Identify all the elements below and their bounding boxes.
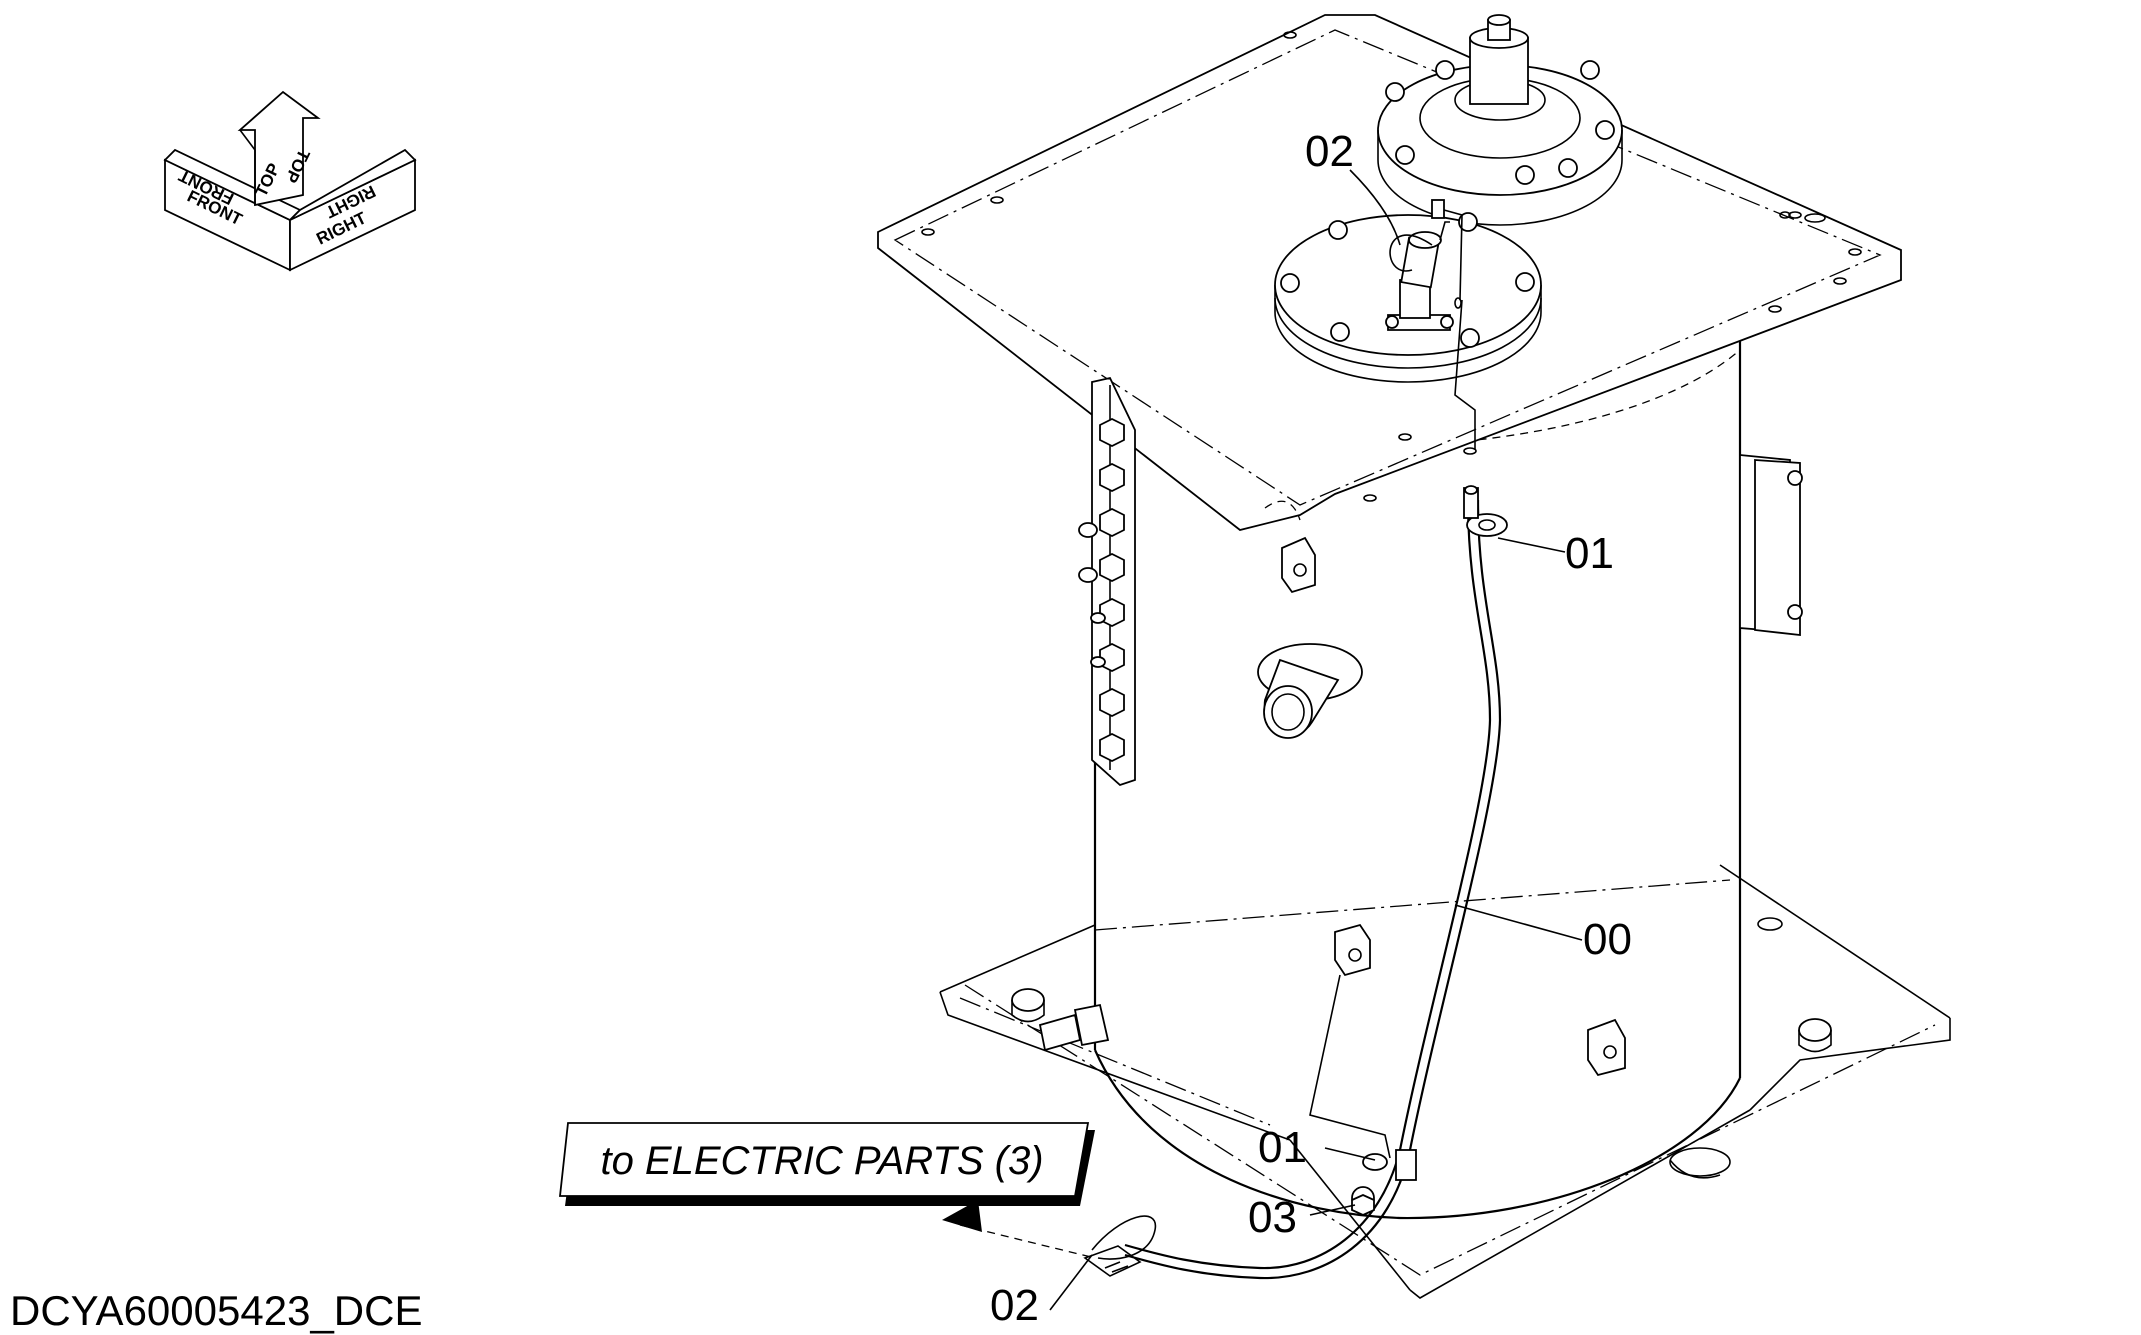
callout-00: 00 [1583,915,1632,964]
flange-large [1377,14,1623,226]
base-post-left [1011,988,1045,1023]
reference-box-label: to ELECTRIC PARTS (3) [600,1139,1043,1183]
nozzle [1257,643,1363,739]
cable-clip-upper [1264,500,1316,594]
drain-connector [1038,1003,1110,1052]
document-id: DCYA60005423_DCE [10,1287,422,1334]
callout-01-top: 01 [1565,529,1614,578]
callout-03: 03 [1248,1193,1297,1242]
reference-arrow [942,1200,1096,1259]
callout-02-top: 02 [1305,127,1354,176]
callout-01-bottom: 01 [1258,1123,1307,1172]
orientation-indicator: FRONT FRONT TOP TOP RIGHT RIGHT [163,90,417,272]
leader-lines [1049,169,1583,1311]
flange-sensor [1274,199,1542,383]
base-post-right [1798,1018,1832,1053]
cable-clip-lower [1587,1018,1626,1077]
level-sensor [1385,199,1463,331]
terminal-nuts [1078,417,1125,763]
reference-box: to ELECTRIC PARTS (3) [558,1122,1095,1206]
cable-clip-middle [1334,923,1371,977]
side-bracket-right [1739,454,1803,637]
terminal-bar [1078,376,1136,787]
ground-cable [1083,485,1508,1280]
callout-02-bottom: 02 [990,1281,1039,1330]
base-plate [939,864,1951,1299]
